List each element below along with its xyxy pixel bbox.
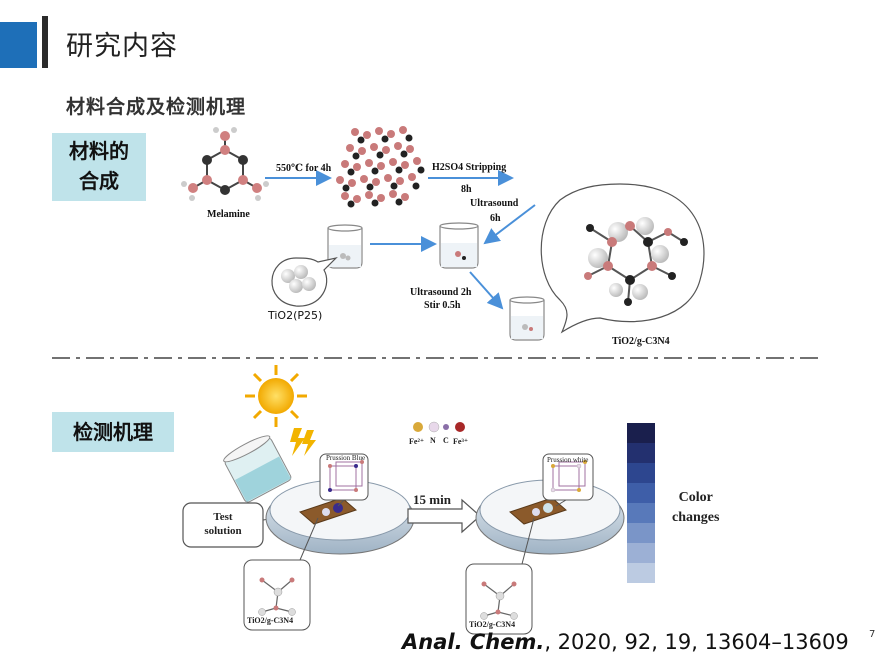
test-solution-label: Test solution [183, 510, 263, 538]
test-solution-box [182, 502, 264, 548]
color-scale-swatch [627, 423, 655, 443]
ultrasound-step-label: Ultrasound [470, 198, 519, 209]
tio2-label: TiO2(P25) [268, 309, 323, 322]
synthesis-section-label: 材料的 合成 [52, 133, 146, 201]
citation-journal: Anal. Chem. [402, 630, 545, 654]
product-bubble [540, 183, 705, 334]
color-change-scale [627, 423, 655, 583]
composite-bubble-left [243, 517, 319, 631]
petri-dish-before [265, 453, 415, 555]
final-step-label-2: Stir 0.5h [424, 300, 461, 311]
composite-label-left: TiO2/g-C3N4 [247, 616, 294, 625]
detection-section-label: 检测机理 [52, 412, 174, 452]
stripping-step-label: H2SO4 Stripping [432, 162, 507, 173]
ultrasound-time-label: 6h [490, 213, 501, 224]
legend-n-label: N [430, 436, 436, 445]
page-number: 7 [869, 629, 876, 640]
legend-c-label: C [443, 436, 449, 445]
beaker-gcn [439, 222, 479, 269]
petri-dish-after [475, 453, 625, 555]
prussian-white-label: Prussion white [547, 456, 589, 464]
test-solution-cup [223, 435, 292, 503]
color-changes-label: Color changes [672, 488, 719, 528]
tio2-particles-bubble [271, 256, 338, 307]
test-solution-line2: solution [204, 525, 242, 537]
color-scale-swatch [627, 483, 655, 503]
section-subtitle: 材料合成及检测机理 [66, 96, 247, 118]
synthesis-label-line1: 材料的 [69, 139, 129, 163]
beaker-final [509, 296, 545, 341]
title-divider-bar [42, 16, 48, 68]
citation: Anal. Chem., 2020, 92, 19, 13604–13609 [402, 630, 849, 654]
atom-legend [413, 421, 465, 433]
color-scale-swatch [627, 463, 655, 483]
final-step-label-1: Ultrasound 2h [410, 287, 472, 298]
title-accent-bar [0, 22, 37, 68]
color-scale-swatch [627, 503, 655, 523]
stripping-time-label: 8h [461, 184, 472, 195]
color-changes-line2: changes [672, 510, 720, 525]
time-label: 15 min [413, 492, 451, 507]
color-scale-swatch [627, 563, 655, 583]
legend-fe3-label: Fe³⁺ [453, 437, 469, 446]
synthesis-label-line2: 合成 [79, 169, 119, 193]
color-changes-line1: Color [678, 490, 713, 505]
color-scale-swatch [627, 523, 655, 543]
composite-bubble-right [465, 517, 535, 635]
melamine-molecule [181, 127, 269, 201]
color-scale-swatch [627, 443, 655, 463]
legend-fe2-label: Fe²⁺ [409, 437, 425, 446]
bulk-gcn-layers [336, 126, 425, 208]
melamine-label: Melamine [207, 209, 250, 220]
sun-icon [245, 365, 307, 427]
color-scale-swatch [627, 543, 655, 563]
test-solution-line1: Test [213, 511, 233, 523]
slide-title: 研究内容 [66, 31, 178, 62]
product-label: TiO2/g-C3N4 [612, 336, 670, 347]
light-bolt-icon [290, 428, 316, 456]
heat-step-label: 550℃ for 4h [276, 163, 332, 174]
beaker-tio2 [327, 224, 363, 269]
composite-label-right: TiO2/g-C3N4 [469, 620, 516, 629]
citation-details: , 2020, 92, 19, 13604–13609 [544, 630, 849, 654]
prussian-blue-label: Prussion Blue [326, 454, 366, 462]
time-arrow [407, 498, 481, 534]
